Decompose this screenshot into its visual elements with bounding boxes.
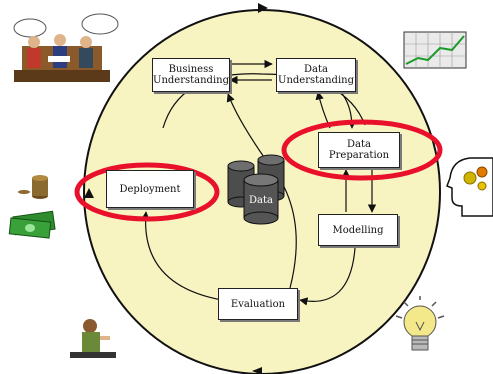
highlight-data-preparation [281,119,443,181]
outer-arrow-left [84,188,94,198]
evaluation-box: Evaluation [218,288,298,320]
coins-stack-icon [18,175,48,199]
meeting-people-icon [13,13,119,82]
modelling-box: Modelling [318,214,398,246]
head-gears-icon [446,157,493,217]
data-cylinders [227,154,285,225]
data-preparation-line1: Data [347,139,371,150]
modelling-label: Modelling [332,224,384,236]
highlight-deployment [74,162,220,222]
business-understanding-line2: Understanding [153,75,229,86]
money-bills-icon [8,210,56,239]
rising-chart-icon [403,31,467,69]
inner-cycle-arc-lower [299,247,356,306]
deployment-label: Deployment [119,183,181,195]
data-preparation-box: Data Preparation [318,132,400,168]
business-understanding-box: Business Understanding [152,58,230,92]
center-data-label: Data [249,195,273,206]
business-understanding-line1: Business [168,64,214,75]
data-understanding-line1: Data [304,64,328,75]
data-preparation-line2: Preparation [328,150,390,161]
outer-arrow-top [258,3,268,13]
outer-arrow-bottom [252,367,262,374]
inner-cycle-arc-left [141,211,223,301]
data-understanding-box: Data Understanding [276,58,356,92]
lightbulb-icon [395,296,445,351]
data-understanding-line2: Understanding [278,75,354,86]
deployment-box: Deployment [106,170,194,208]
evaluation-label: Evaluation [230,298,286,310]
woman-at-desk-icon [70,319,116,358]
inner-cycle-arc-upper [162,73,366,129]
